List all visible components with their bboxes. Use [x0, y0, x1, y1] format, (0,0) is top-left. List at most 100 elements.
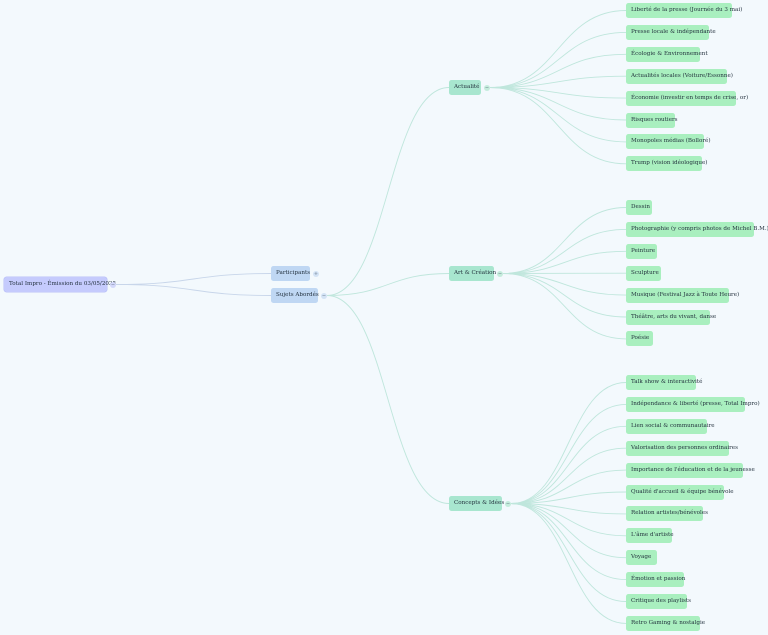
leaf-node[interactable]: Lien social & communautaire — [626, 418, 715, 434]
leaf-node[interactable]: Relation artistes/bénévoles — [626, 506, 708, 522]
leaf-node[interactable]: Trump (vision idéologique) — [626, 156, 707, 172]
leaf-node-label: Valorisation des personnes ordinaires — [631, 444, 738, 451]
leaf-node[interactable]: L'âme d'artiste — [626, 528, 674, 544]
root-node-label: Total Impro - Émission du 03/05/2025 — [9, 281, 117, 287]
group-node-art-creation[interactable]: Art & Création — [449, 266, 497, 281]
group-node-label: Art & Création — [454, 270, 497, 276]
leaf-node[interactable]: Qualité d'accueil & équipe bénévole — [626, 484, 734, 500]
leaf-node[interactable]: Émotion et passion — [626, 572, 686, 588]
leaf-node-label: Lien social & communautaire — [631, 422, 715, 429]
connector-group-leaf — [489, 87, 627, 99]
connector-group-leaf — [502, 273, 627, 340]
group-node-label: Actualité — [454, 84, 480, 90]
group-node-label: Concepts & Idées — [454, 500, 505, 506]
connector-sujets-group — [326, 87, 450, 296]
leaf-node[interactable]: Talk show & interactivité — [626, 375, 702, 390]
connector-root-participants — [115, 273, 272, 285]
group-collapse-icon[interactable]: − — [484, 84, 490, 91]
leaf-node-label: Talk show & interactivité — [631, 379, 703, 385]
connector-group-leaf — [489, 87, 627, 121]
leaf-node[interactable]: Critique des playlists — [626, 594, 691, 609]
leaf-node-label: Sculpture — [631, 269, 659, 276]
connector-sujets-group — [326, 295, 450, 504]
leaf-node-label: Écologie & Environnement — [631, 50, 708, 57]
leaf-node[interactable]: Écologie & Environnement — [626, 46, 708, 62]
leaf-node-label: Monopoles médias (Bolloré) — [631, 138, 711, 145]
leaf-node-label: Retro Gaming & nostalgie — [631, 619, 706, 626]
participants-expand-icon[interactable]: + — [313, 270, 319, 277]
leaf-node[interactable]: Musique (Festival Jazz à Toute Heure) — [626, 287, 739, 303]
leaf-node-label: Poésie — [631, 335, 650, 342]
connector-group-leaf — [510, 503, 627, 624]
connector-group-leaf — [489, 75, 627, 88]
leaf-node-label: Indépendance & liberté (presse, Total Im… — [631, 400, 760, 407]
leaf-node[interactable]: Actualités locales (Voiture/Essonne) — [626, 68, 733, 84]
connector-group-leaf — [489, 10, 627, 88]
leaf-node[interactable]: Économie (investir en temps de crise, or… — [626, 90, 748, 106]
leaf-node[interactable]: Retro Gaming & nostalgie — [626, 615, 705, 631]
connector-group-leaf — [510, 503, 627, 581]
leaf-node[interactable]: Valorisation des personnes ordinaires — [626, 440, 738, 456]
leaf-node[interactable]: Liberté de la presse (Journée du 3 mai) — [626, 3, 742, 18]
leaf-node[interactable]: Presse locale & indépendante — [626, 24, 716, 40]
leaf-node[interactable]: Théâtre, arts du vivant, danse — [626, 309, 716, 325]
leaf-node-label: Critique des playlists — [631, 598, 692, 604]
leaf-node-label: Importance de l'éducation et de la jeune… — [631, 466, 755, 473]
leaf-node[interactable]: Importance de l'éducation et de la jeune… — [626, 462, 755, 478]
leaf-node-label: Relation artistes/bénévoles — [631, 510, 708, 517]
leaf-node[interactable]: Peinture — [626, 243, 657, 259]
connector-group-leaf — [489, 87, 627, 165]
leaf-node[interactable]: Photographie (y compris photos de Michel… — [626, 221, 768, 237]
root-node[interactable]: Total Impro - Émission du 03/05/2025 — [4, 277, 116, 292]
leaf-node-label: Théâtre, arts du vivant, danse — [631, 313, 717, 320]
connector-sujets-group — [326, 273, 450, 296]
connector-group-leaf — [510, 447, 627, 504]
leaf-node-label: L'âme d'artiste — [631, 532, 674, 539]
leaf-node-label: Presse locale & indépendante — [631, 28, 716, 35]
connector-group-leaf — [510, 503, 627, 537]
participants-node-label: Participants — [276, 270, 311, 276]
leaf-node-label: Photographie (y compris photos de Michel… — [631, 225, 768, 232]
leaf-node-label: Émotion et passion — [631, 576, 686, 583]
connector-group-leaf — [502, 273, 627, 318]
connector-group-leaf — [489, 87, 627, 143]
leaf-node-label: Qualité d'accueil & équipe bénévole — [631, 488, 734, 495]
connector-group-leaf — [502, 228, 627, 274]
group-node-actualite[interactable]: Actualité — [449, 80, 481, 95]
leaf-node[interactable]: Sculpture — [626, 265, 661, 281]
sujets-collapse-icon[interactable]: − — [321, 292, 327, 299]
group-collapse-icon[interactable]: − — [497, 270, 503, 277]
group-node-concepts-idees[interactable]: Concepts & Idées — [449, 496, 505, 511]
connector-group-leaf — [510, 382, 627, 504]
leaf-node-label: Peinture — [631, 247, 656, 254]
leaf-node[interactable]: Voyage — [626, 550, 657, 566]
leaf-node[interactable]: Poésie — [626, 331, 653, 347]
leaf-node[interactable]: Monopoles médias (Bolloré) — [626, 134, 711, 150]
connector-root-sujets — [115, 284, 272, 296]
connector-group-leaf — [510, 503, 627, 515]
leaf-node-label: Voyage — [631, 554, 652, 561]
connector-group-leaf — [489, 53, 627, 88]
root-collapse-icon[interactable]: − — [110, 281, 116, 288]
leaf-node-label: Liberté de la presse (Journée du 3 mai) — [631, 7, 743, 13]
connector-group-leaf — [510, 469, 627, 504]
group-collapse-icon[interactable]: − — [505, 500, 511, 507]
participants-node[interactable]: Participants — [271, 266, 310, 281]
leaf-node-label: Actualités locales (Voiture/Essonne) — [631, 72, 733, 79]
sujets-node-label: Sujets Abordés — [276, 292, 319, 298]
connector-group-leaf — [510, 403, 627, 504]
leaf-node-label: Économie (investir en temps de crise, or… — [631, 94, 749, 101]
leaf-node[interactable]: Indépendance & liberté (presse, Total Im… — [626, 396, 760, 412]
connector-group-leaf — [489, 31, 627, 88]
connector-group-leaf — [510, 503, 627, 602]
leaf-node[interactable]: Risques routiers — [626, 112, 678, 128]
leaf-node-label: Risques routiers — [631, 116, 678, 123]
leaf-node-label: Dessin — [631, 204, 650, 210]
connector-group-leaf — [510, 503, 627, 559]
connector-group-leaf — [510, 425, 627, 504]
sujets-node[interactable]: Sujets Abordés — [271, 288, 319, 303]
leaf-node[interactable]: Dessin — [626, 200, 652, 215]
connector-group-leaf — [510, 491, 627, 504]
